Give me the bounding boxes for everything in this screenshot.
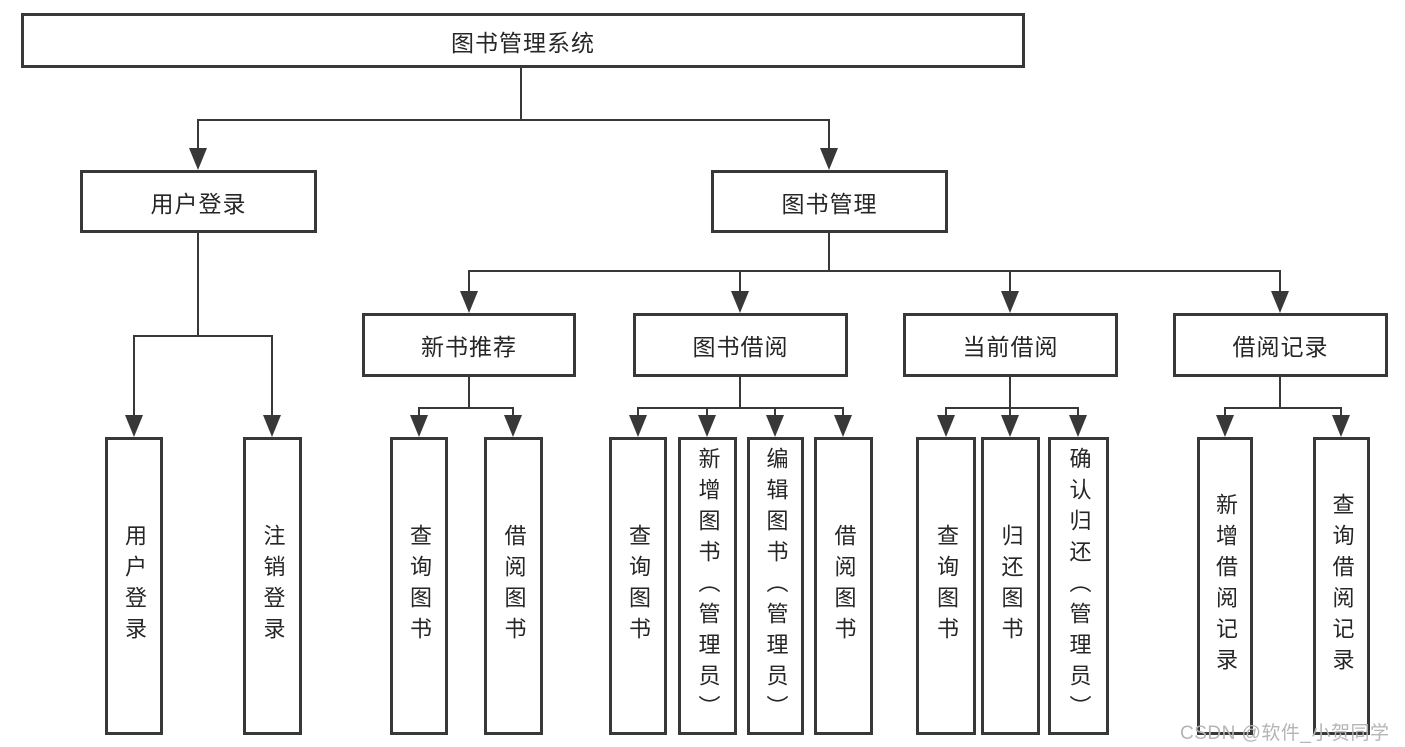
arrow-down-icon xyxy=(731,291,749,313)
arrow-down-icon xyxy=(698,415,716,437)
connector-stem xyxy=(512,407,514,417)
leaf-label: 归还图书 xyxy=(998,524,1024,648)
node-borrow-records-label: 借阅记录 xyxy=(1232,334,1329,360)
node-new-book-recommend: 新书推荐 xyxy=(362,313,576,377)
node-user-login: 用户登录 xyxy=(80,170,317,233)
leaf-query-books-3: 查询图书 xyxy=(916,437,976,735)
arrow-down-icon xyxy=(834,415,852,437)
leaf-logout: 注销登录 xyxy=(243,437,302,735)
connector-stem xyxy=(828,119,830,150)
leaf-label: 用户登录 xyxy=(122,524,147,648)
arrow-down-icon xyxy=(460,291,478,313)
connector-bar xyxy=(418,407,514,409)
arrow-down-icon xyxy=(1332,415,1350,437)
leaf-borrow-books-2: 借阅图书 xyxy=(814,437,873,735)
connector-stem xyxy=(1340,407,1342,417)
connector-stem xyxy=(468,377,470,409)
node-current-borrow-label: 当前借阅 xyxy=(962,334,1059,360)
leaf-label: 查询图书 xyxy=(626,524,651,648)
leaf-add-books-admin: 新增图书（管理员） xyxy=(678,437,737,735)
leaf-label: 确认归还（管理员） xyxy=(1066,446,1092,726)
leaf-return-books: 归还图书 xyxy=(981,437,1040,735)
connector-stem xyxy=(468,270,470,293)
arrow-down-icon xyxy=(1069,415,1087,437)
connector-stem xyxy=(197,233,199,337)
arrow-down-icon xyxy=(504,415,522,437)
arrow-down-icon xyxy=(937,415,955,437)
leaf-label: 查询借阅记录 xyxy=(1329,493,1355,679)
leaf-label: 注销登录 xyxy=(260,524,286,648)
leaf-label: 借阅图书 xyxy=(501,524,527,648)
leaf-label: 新增借阅记录 xyxy=(1213,493,1238,679)
leaf-query-borrow-record: 查询借阅记录 xyxy=(1313,437,1370,735)
connector-bar xyxy=(1224,407,1342,409)
arrow-down-icon xyxy=(263,415,281,437)
arrow-down-icon xyxy=(410,415,428,437)
arrow-down-icon xyxy=(189,148,207,170)
connector-stem xyxy=(828,233,830,272)
leaf-label: 新增图书（管理员） xyxy=(695,446,721,726)
node-user-login-label: 用户登录 xyxy=(150,190,247,217)
leaf-edit-books-admin: 编辑图书（管理员） xyxy=(747,437,804,735)
leaf-confirm-return-admin: 确认归还（管理员） xyxy=(1048,437,1109,735)
arrow-down-icon xyxy=(125,415,143,437)
connector-stem xyxy=(418,407,420,417)
node-root-label: 图书管理系统 xyxy=(451,29,595,56)
connector-stem xyxy=(739,377,741,409)
leaf-user-login: 用户登录 xyxy=(105,437,163,735)
node-borrow-records: 借阅记录 xyxy=(1173,313,1388,377)
arrow-down-icon xyxy=(820,148,838,170)
arrow-down-icon xyxy=(1271,291,1289,313)
arrow-down-icon xyxy=(629,415,647,437)
connector-stem xyxy=(945,407,947,417)
node-current-borrow: 当前借阅 xyxy=(903,313,1118,377)
connector-stem xyxy=(1279,377,1281,409)
arrow-down-icon xyxy=(766,415,784,437)
node-root: 图书管理系统 xyxy=(21,13,1025,68)
connector-stem xyxy=(133,335,135,417)
leaf-label: 编辑图书（管理员） xyxy=(763,446,789,726)
leaf-query-books-1: 查询图书 xyxy=(390,437,448,735)
node-book-borrow-label: 图书借阅 xyxy=(692,334,789,360)
arrow-down-icon xyxy=(1001,415,1019,437)
leaf-label: 查询图书 xyxy=(934,524,959,648)
connector-bar xyxy=(637,407,844,409)
connector-stem xyxy=(637,407,639,417)
node-book-management-label: 图书管理 xyxy=(781,190,878,217)
watermark: CSDN @软件_小贺同学 xyxy=(1180,723,1390,744)
connector-stem xyxy=(774,407,776,417)
connector-stem xyxy=(1077,407,1079,417)
leaf-label: 查询图书 xyxy=(407,524,432,648)
arrow-down-icon xyxy=(1216,415,1234,437)
connector-stem xyxy=(197,119,199,150)
connector-stem xyxy=(1279,270,1281,293)
leaf-label: 借阅图书 xyxy=(831,524,857,648)
connector-bar xyxy=(133,335,273,337)
connector-stem xyxy=(1009,407,1011,417)
connector-stem xyxy=(739,270,741,293)
leaf-borrow-books-1: 借阅图书 xyxy=(484,437,543,735)
connector-stem xyxy=(706,407,708,417)
node-book-management: 图书管理 xyxy=(711,170,948,233)
node-new-book-recommend-label: 新书推荐 xyxy=(421,334,517,360)
connector-stem xyxy=(271,335,273,417)
connector-stem xyxy=(1224,407,1226,417)
arrow-down-icon xyxy=(1001,291,1019,313)
connector-level3-bar xyxy=(468,270,1281,272)
connector-stem xyxy=(1009,270,1011,293)
connector-stem xyxy=(1009,377,1011,409)
connector-stem xyxy=(842,407,844,417)
connector-level1-bar xyxy=(197,119,830,121)
connector-root-stem xyxy=(520,68,522,121)
leaf-add-borrow-record: 新增借阅记录 xyxy=(1197,437,1253,735)
node-book-borrow: 图书借阅 xyxy=(633,313,848,377)
connector-bar xyxy=(945,407,1079,409)
leaf-query-books-2: 查询图书 xyxy=(609,437,667,735)
